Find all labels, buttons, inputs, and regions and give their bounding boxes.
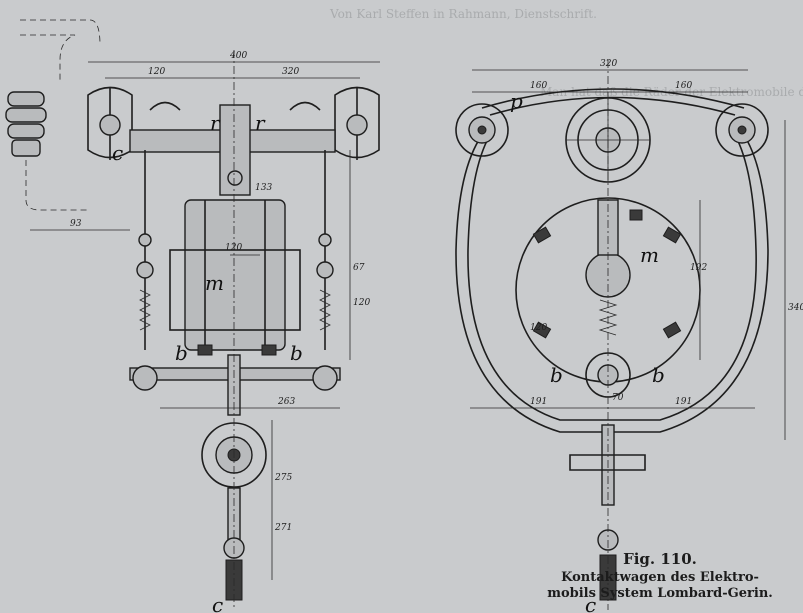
- label-b-left-1: b: [175, 341, 188, 365]
- label-b-left-2: b: [290, 341, 303, 365]
- outer-loop-frame: [467, 134, 757, 421]
- label-b-right-1: b: [550, 363, 563, 387]
- spring-arcs: [149, 101, 321, 111]
- dim-192: 192: [690, 263, 707, 273]
- label-r-1: r: [210, 111, 221, 135]
- dim-320-left: 320: [282, 67, 299, 77]
- caption-line-2: mobils System Lombard-Gerin.: [547, 586, 773, 601]
- insulator: [5, 91, 47, 157]
- insulator-arm-outline: [20, 19, 101, 80]
- right-spring: [319, 289, 331, 331]
- dim-70: 70: [612, 393, 624, 403]
- label-c-bottom-right: c: [585, 593, 596, 613]
- figure-caption: Kontaktwagen des Elektro- mobils System …: [520, 570, 800, 602]
- caption-line-1: Kontaktwagen des Elektro-: [561, 570, 759, 585]
- right-trolley-pulley: [334, 86, 380, 160]
- label-r-2: r: [255, 111, 266, 135]
- dim-120-left: 120: [148, 67, 165, 77]
- label-c-top: c: [112, 141, 123, 165]
- label-b-right-2: b: [652, 363, 665, 387]
- label-m-right: m: [640, 243, 659, 267]
- dim-263: 263: [277, 397, 295, 407]
- right-view: 320 160 160: [455, 59, 803, 613]
- left-view: 400 120 320: [5, 19, 380, 613]
- dim-271: 271: [274, 523, 292, 533]
- dim-67: 67: [353, 263, 365, 273]
- top-right-pulley: [715, 103, 769, 157]
- dim-93: 93: [70, 219, 82, 229]
- label-p: p: [510, 89, 523, 113]
- top-left-pulley: [455, 103, 509, 157]
- dim-120-right: 120: [353, 298, 370, 308]
- motor-body: [184, 199, 286, 351]
- dim-120-right-view: 120: [530, 323, 547, 333]
- top-arc-frame: [489, 96, 736, 116]
- figure-number: Fig. 110.: [623, 550, 697, 568]
- dim-191-right: 191: [675, 397, 692, 407]
- top-center-pulley: [565, 97, 651, 183]
- right-clamp: [569, 454, 646, 471]
- dim-320-right: 320: [600, 59, 617, 69]
- dim-340: 340: [788, 303, 803, 313]
- motor-frame: [169, 249, 301, 331]
- dim-160-left: 160: [530, 81, 547, 91]
- insulator-lead: [25, 160, 90, 211]
- dim-191-left: 191: [530, 397, 547, 407]
- dim-400: 400: [229, 51, 247, 61]
- background-header-text: Von Karl Steffen in Rahmann, Dienstschri…: [329, 7, 597, 21]
- label-c-bottom-left: c: [212, 593, 223, 613]
- left-trolley-pulley: [87, 86, 133, 160]
- left-spring: [139, 289, 151, 331]
- dim-160-right: 160: [675, 81, 692, 91]
- dim-133: 133: [255, 183, 272, 193]
- label-m-left: m: [205, 271, 224, 295]
- dim-275: 275: [274, 473, 292, 483]
